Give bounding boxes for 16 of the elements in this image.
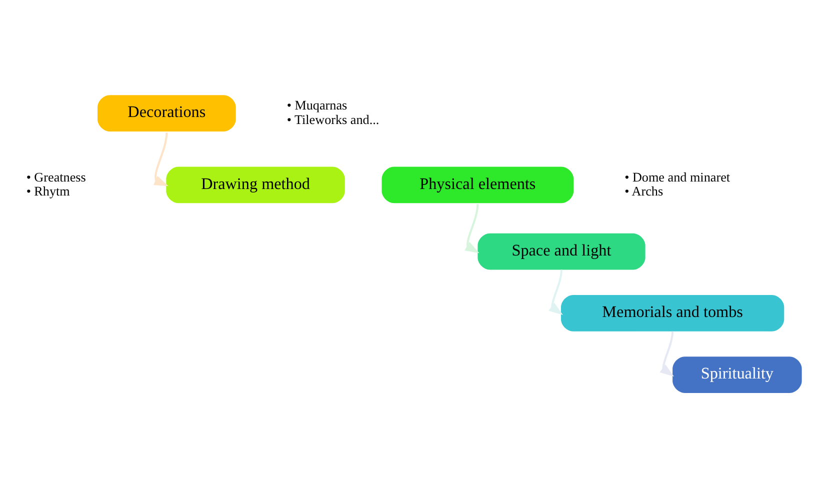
label: • Greatness: [26, 169, 86, 184]
node-box: Memorials and tombs: [560, 295, 784, 332]
node-box: Decorations: [98, 95, 236, 132]
node-label: • Muqarnas: [286, 98, 348, 113]
arrow: [548, 270, 563, 315]
label: • Rhytm: [26, 183, 70, 198]
arrow: [660, 331, 674, 377]
node-label: • Tileworks and...: [286, 112, 380, 127]
node-box: Drawing method: [166, 166, 345, 204]
arrow: [154, 132, 168, 186]
node-label: • Dome and minaret: [624, 169, 730, 184]
node-box: Space and light: [478, 233, 646, 270]
node-label: • Archs: [624, 183, 664, 198]
arrow: [464, 204, 480, 254]
node-box: Physical elements: [382, 166, 574, 204]
node-box: Spirituality: [672, 356, 802, 393]
